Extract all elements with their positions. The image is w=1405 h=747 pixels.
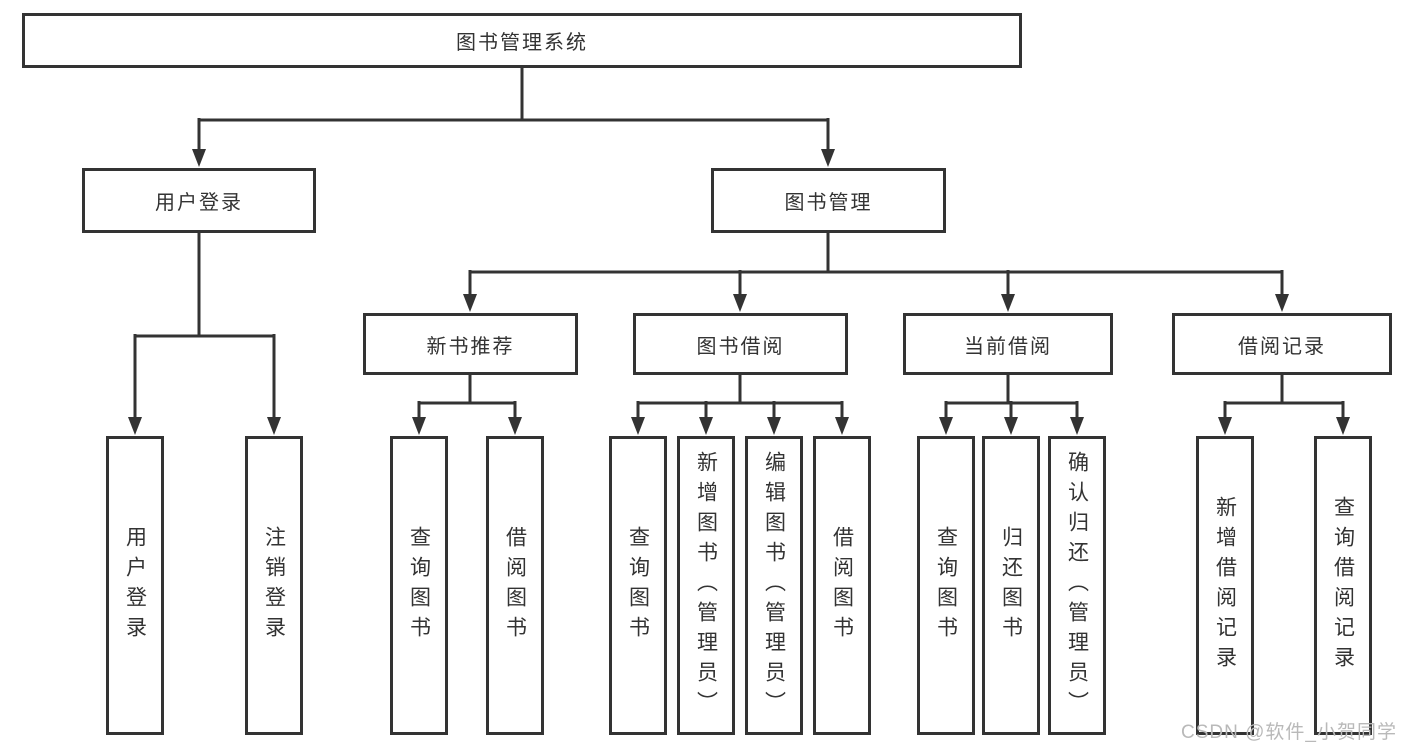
connector-paths [133,68,1345,418]
leaf-query-books-3: 查询图书 [917,436,975,735]
node-library-management-system-label: 图书管理系统 [456,32,588,54]
node-book-borrowing-label: 图书借阅 [696,335,785,358]
leaf-edit-book-admin-label: 编辑图书（管理员） [762,450,786,721]
leaf-query-books-1: 查询图书 [390,436,448,735]
leaf-query-books-1-label: 查询图书 [407,525,431,646]
node-borrowing-records: 借阅记录 [1172,313,1392,375]
leaf-query-books-2: 查询图书 [609,436,667,735]
leaf-borrow-books-2-label: 借阅图书 [830,525,854,646]
leaf-borrow-books-1: 借阅图书 [486,436,544,735]
leaf-query-borrow-record-label: 查询借阅记录 [1331,495,1355,676]
leaf-add-borrow-record-label: 新增借阅记录 [1213,495,1237,676]
leaf-user-login-label: 用户登录 [123,525,147,646]
leaf-query-books-2-label: 查询图书 [626,525,650,646]
leaf-logout-label: 注销登录 [262,525,286,646]
leaf-return-books-label: 归还图书 [999,525,1023,646]
csdn-watermark: CSDN @软件_小贺同学 [1181,722,1397,743]
node-book-borrowing: 图书借阅 [633,313,848,375]
node-current-borrowing: 当前借阅 [903,313,1113,375]
node-user-login-label: 用户登录 [155,192,243,214]
node-book-management: 图书管理 [711,168,946,233]
leaf-add-book-admin-label: 新增图书（管理员） [694,450,718,721]
arrowheads [128,149,1350,435]
leaf-confirm-return-admin-label: 确认归还（管理员） [1065,450,1089,721]
leaf-confirm-return-admin: 确认归还（管理员） [1048,436,1106,735]
node-user-login: 用户登录 [82,168,316,233]
node-borrowing-records-label: 借阅记录 [1238,335,1326,358]
leaf-logout: 注销登录 [245,436,303,735]
leaf-return-books: 归还图书 [982,436,1040,735]
leaf-add-book-admin: 新增图书（管理员） [677,436,735,735]
node-current-borrowing-label: 当前借阅 [964,335,1052,358]
leaf-add-borrow-record: 新增借阅记录 [1196,436,1254,735]
leaf-user-login: 用户登录 [106,436,164,735]
leaf-borrow-books-1-label: 借阅图书 [503,525,527,646]
leaf-query-borrow-record: 查询借阅记录 [1314,436,1372,735]
node-new-book-recommend: 新书推荐 [363,313,578,375]
leaf-borrow-books-2: 借阅图书 [813,436,871,735]
leaf-edit-book-admin: 编辑图书（管理员） [745,436,803,735]
node-book-management-label: 图书管理 [784,192,873,214]
node-new-book-recommend-label: 新书推荐 [426,335,515,358]
node-library-management-system: 图书管理系统 [22,13,1022,68]
leaf-query-books-3-label: 查询图书 [934,525,958,646]
